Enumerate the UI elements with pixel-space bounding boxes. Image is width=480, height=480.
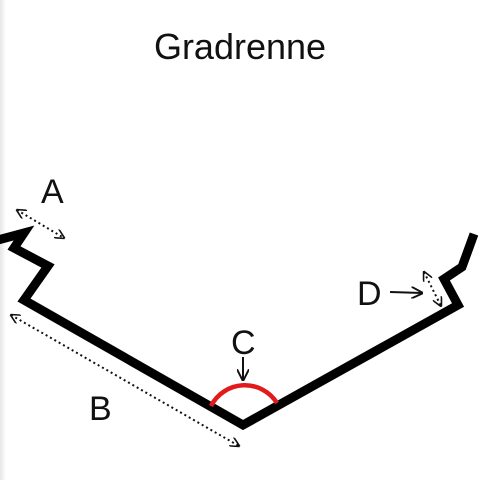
label-d: D [357,275,382,313]
dimension-d-arrow [424,272,441,306]
dimension-a-arrow [17,210,64,238]
label-a: A [41,173,64,211]
label-c: C [231,324,256,362]
diagram-title: Gradrenne [153,26,327,67]
label-b: B [89,390,112,428]
angle-arc [208,383,279,408]
dimension-b-arrow [11,315,239,446]
pointer-arrow-d [389,292,422,293]
